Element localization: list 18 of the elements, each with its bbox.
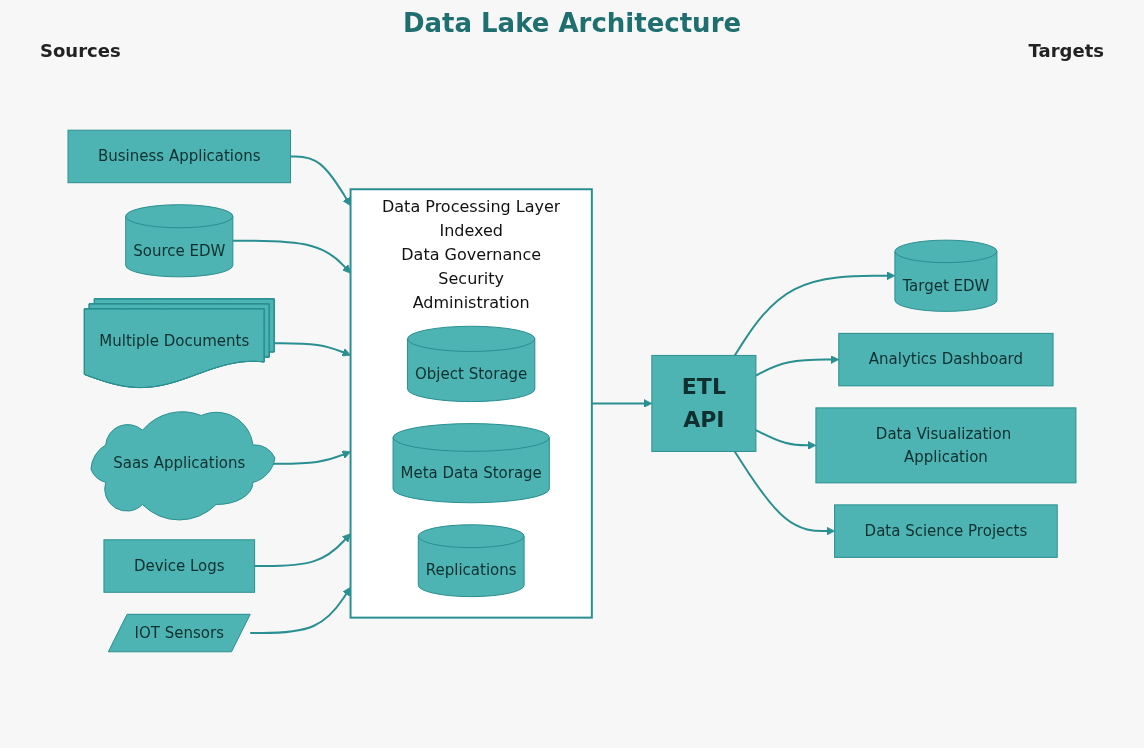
- arrow: [289, 155, 351, 207]
- node-box: Data Visualization Application: [815, 407, 1077, 484]
- node-box: ETL API: [651, 354, 757, 452]
- arrow: [253, 533, 351, 568]
- group-label: Targets: [1028, 40, 1104, 61]
- node-box: Analytics Dashboard: [838, 332, 1054, 387]
- node-box: Data Science Projects: [834, 504, 1058, 558]
- group-label: Sources: [40, 40, 121, 61]
- diagram-title: Data Lake Architecture: [401, 8, 743, 38]
- arrow: [231, 239, 351, 274]
- arrow: [733, 450, 836, 536]
- arrow: [733, 271, 896, 357]
- node-box: Device Logs: [103, 539, 256, 593]
- node-box: Business Applications: [67, 129, 292, 184]
- arrow: [754, 429, 817, 450]
- arrow: [273, 342, 351, 357]
- arrow: [754, 355, 840, 377]
- arrow: [249, 586, 351, 635]
